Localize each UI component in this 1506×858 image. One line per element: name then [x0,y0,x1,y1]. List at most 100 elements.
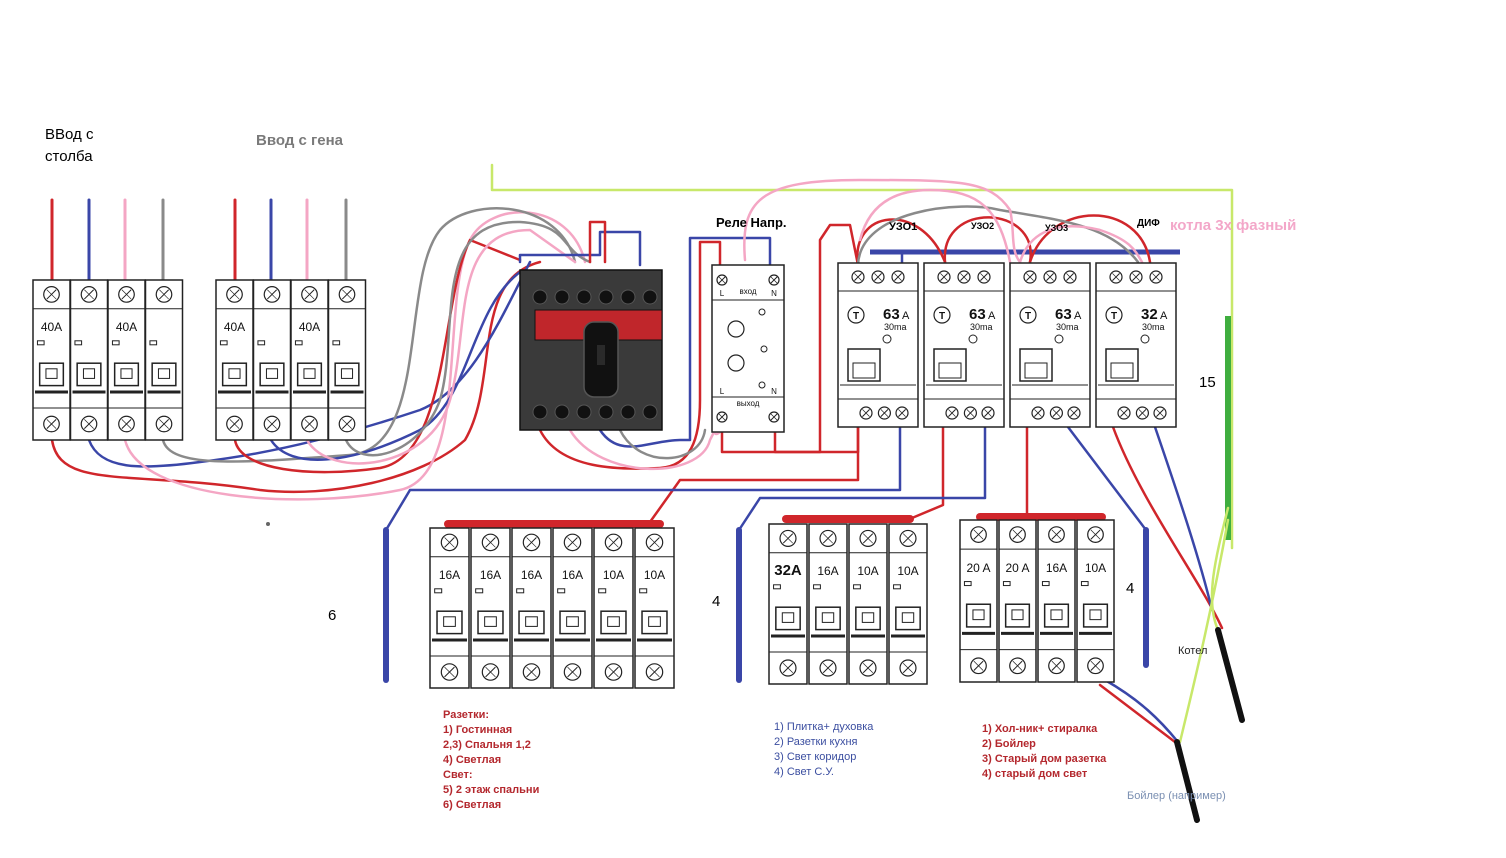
breaker-indicator [853,584,861,590]
terminal-screw [937,270,951,284]
gen-input-label: Ввод с гена [256,132,344,149]
terminal-screw [1117,406,1131,420]
screw-slot [229,289,240,300]
wire [518,230,642,267]
boiler-example-label: Бойлер (например) [1127,790,1226,802]
screw-slot [973,660,984,671]
rcd-sensitivity: 30ma [1142,322,1165,332]
wire [568,428,722,471]
terminal-screw [970,657,987,675]
breaker-pole: 16A [470,527,511,689]
breaker-pole: 40A [215,279,254,441]
terminal-screw [155,286,173,303]
terminal-screw [263,286,281,303]
terminal-screw [645,533,664,552]
terminal-screw [1043,270,1057,284]
rcd-body [1095,262,1177,428]
boiler-wire [1178,518,1230,744]
screw-slot [567,666,578,678]
screw-slot [1026,273,1034,281]
dif-label: ДИФ [1137,218,1160,229]
breaker-toggle-lever [340,368,354,379]
terminal-screw [1048,526,1065,543]
terminal-screw [118,415,135,433]
screw-slot [1066,273,1074,281]
terminal-screw [563,533,582,552]
note-line: 3) Старый дом разетка [982,753,1107,765]
screw-slot [1090,529,1101,540]
breaker-pole [327,279,367,441]
screw-slot [267,419,277,429]
screw-slot [880,409,889,417]
breaker-toggle-lever [45,368,58,379]
terminal-screw [819,529,837,547]
breaker-indicator [149,340,158,346]
terminal-screw [851,270,865,284]
boiler-cable [1174,739,1200,823]
breaker-body [252,279,292,441]
breaker-body [593,527,634,689]
breaker-indicator [111,340,120,346]
breaker-body [1076,519,1115,683]
terminal-screw [645,663,664,681]
rcd-sensitivity: 30ma [884,322,907,332]
wire [269,270,522,461]
kotel-label: Котел [1178,645,1208,657]
screw-slot [948,409,956,417]
breaker-pole [252,279,292,441]
breaker-rating: 40A [41,320,62,334]
note-line: 1) Гостинная [443,724,513,736]
breaker-indicator [1041,581,1050,587]
breaker-rating: 16A [439,568,460,582]
rcd-unit: A [1160,310,1168,322]
screw-slot [159,419,169,429]
relay-led [758,308,766,316]
terminal-screw [768,411,780,423]
wire [1066,425,1148,532]
terminal-screw [1087,657,1104,675]
wire [856,218,947,267]
breaker-indicator [219,340,228,346]
screw-slot [1051,660,1062,671]
screw-slot [782,533,794,544]
count-4b-label: 4 [1126,580,1135,597]
breaker-indicator [1002,581,1011,587]
relay-input-mark: вход [739,287,756,296]
pole-input-line2: столба [45,148,93,165]
breaker-body [1037,519,1076,683]
breaker-pole: 40A [290,279,329,441]
switch-terminal [598,404,614,420]
breaker-indicator [434,588,443,594]
relay-body [711,264,785,433]
notes-group3: 1) Хол-ник+ стиралка 2) Бойлер 3) Старый… [982,722,1106,782]
screw-slot [984,409,992,417]
wire [858,188,1012,264]
switch-terminal [554,404,570,420]
terminal-screw [522,533,541,552]
uzo1-label: УЗО1 [889,221,918,233]
test-button [933,306,951,324]
terminal-screw [1009,657,1026,675]
note-line: 1) Плитка+ духовка [774,721,874,733]
breaker-rating: 20 A [1005,561,1029,575]
terminal-screw [1067,406,1081,420]
screw-slot [718,276,726,284]
breaker-indicator [893,584,901,590]
wire [1018,225,1144,264]
breaker-toggle-lever [607,616,620,627]
breaker-toggle-lever [303,368,316,379]
rcd-toggle-lever [1024,362,1048,379]
screw-slot [1112,273,1120,281]
relay-led [758,381,766,389]
relay-label: Реле Напр. [716,215,787,230]
terminal-screw [859,406,873,420]
screw-slot [874,273,882,281]
breaker-indicator [516,588,525,594]
breaker-rating: 16A [562,568,583,582]
test-button-mark: T [1025,311,1031,322]
breaker-rating: 20 A [966,561,990,575]
breaker-toggle-lever [861,612,875,623]
wire [123,211,587,501]
